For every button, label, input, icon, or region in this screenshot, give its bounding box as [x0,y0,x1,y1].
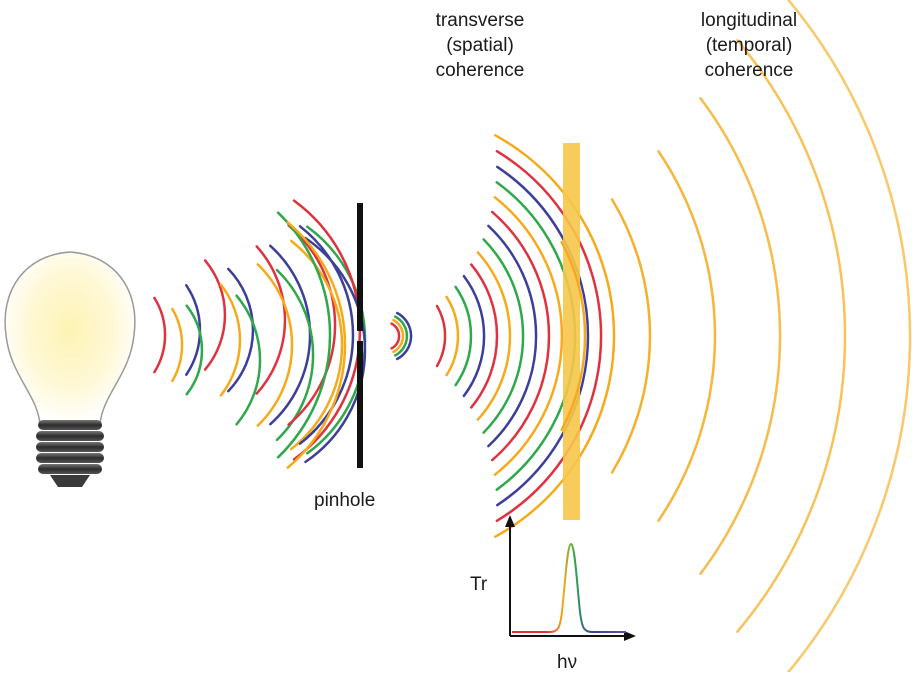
incoherent-wave-arc [276,211,332,459]
spatial-wave-arc [470,263,499,409]
pinhole-wave-arc [395,311,413,361]
incoherent-wave-arc [185,304,204,396]
spatial-wave-arc [482,238,525,434]
transmission-curve [512,542,626,633]
incoherent-wave-arc [203,259,227,371]
incoherent-wave-arc [304,236,367,464]
incoherent-wave-arc [185,284,202,376]
spatial-wave-arc [494,134,616,538]
temporal-wave-arc [657,150,717,522]
longitudinal-line-2: (temporal) [705,35,793,56]
incoherent-wavefronts [153,199,367,469]
spatial-wave-arc [435,304,447,368]
pinhole-label: pinhole [314,490,376,511]
spatial-wave-arc [445,295,460,377]
tr-axis-label: Tr [470,574,488,595]
light-bulb-icon [4,251,136,487]
spatial-wave-arc [476,251,512,421]
transverse-coherence-label: transverse (spatial) coherence [400,8,560,83]
transverse-line-3: coherence [435,60,525,81]
incoherent-wave-arc [286,221,347,469]
pinhole-wave-arc [390,322,401,350]
temporally-coherent-wavefronts [560,0,912,672]
pinhole-diffracted-waves [390,311,413,361]
spatially-coherent-wavefronts [435,134,616,538]
temporal-wave-arc [786,0,912,672]
spatial-wave-arc [487,224,538,448]
pinhole-wave-arc [394,315,409,357]
transverse-line-1: transverse [435,10,525,31]
incoherent-wave-arc [255,245,287,395]
x-axis-arrow [624,631,636,641]
bulb-screw-base [36,420,104,487]
spatial-wave-arc [495,149,603,523]
hv-axis-label: hν [557,652,578,673]
spatial-wave-arc [496,165,590,507]
incoherent-wave-arc [171,307,184,383]
incoherent-wave-arc [227,267,255,393]
spatial-wave-arc [462,274,486,398]
bulb-glass [4,251,136,426]
y-axis-arrow [505,515,515,527]
incoherent-wave-arc [298,225,355,445]
pinhole-screen [357,203,363,468]
temporal-wave-arc [560,240,587,432]
spatial-wave-arc [490,210,551,462]
temporal-wave-arc [610,198,652,474]
longitudinal-coherence-label: longitudinal (temporal) coherence [664,8,834,83]
transverse-line-2: (spatial) [446,35,514,56]
transmission-plot [505,515,636,641]
incoherent-wave-arc [153,296,167,374]
temporal-wave-arc [699,97,782,575]
incoherent-wave-arc [306,225,367,455]
longitudinal-line-1: longitudinal [700,10,798,31]
incoherent-wave-arc [256,263,294,427]
spatial-wave-arc [454,285,473,387]
incoherent-wave-arc [287,224,337,426]
temporal-wave-arc [736,39,847,633]
incoherent-wave-arc [235,294,262,426]
incoherent-wave-arc [219,283,242,397]
color-filter [563,143,580,520]
longitudinal-line-3: coherence [704,60,794,81]
spatial-wave-arc [493,196,564,476]
incoherent-wave-arc [269,244,312,426]
pinhole-wave-arc [392,318,405,354]
